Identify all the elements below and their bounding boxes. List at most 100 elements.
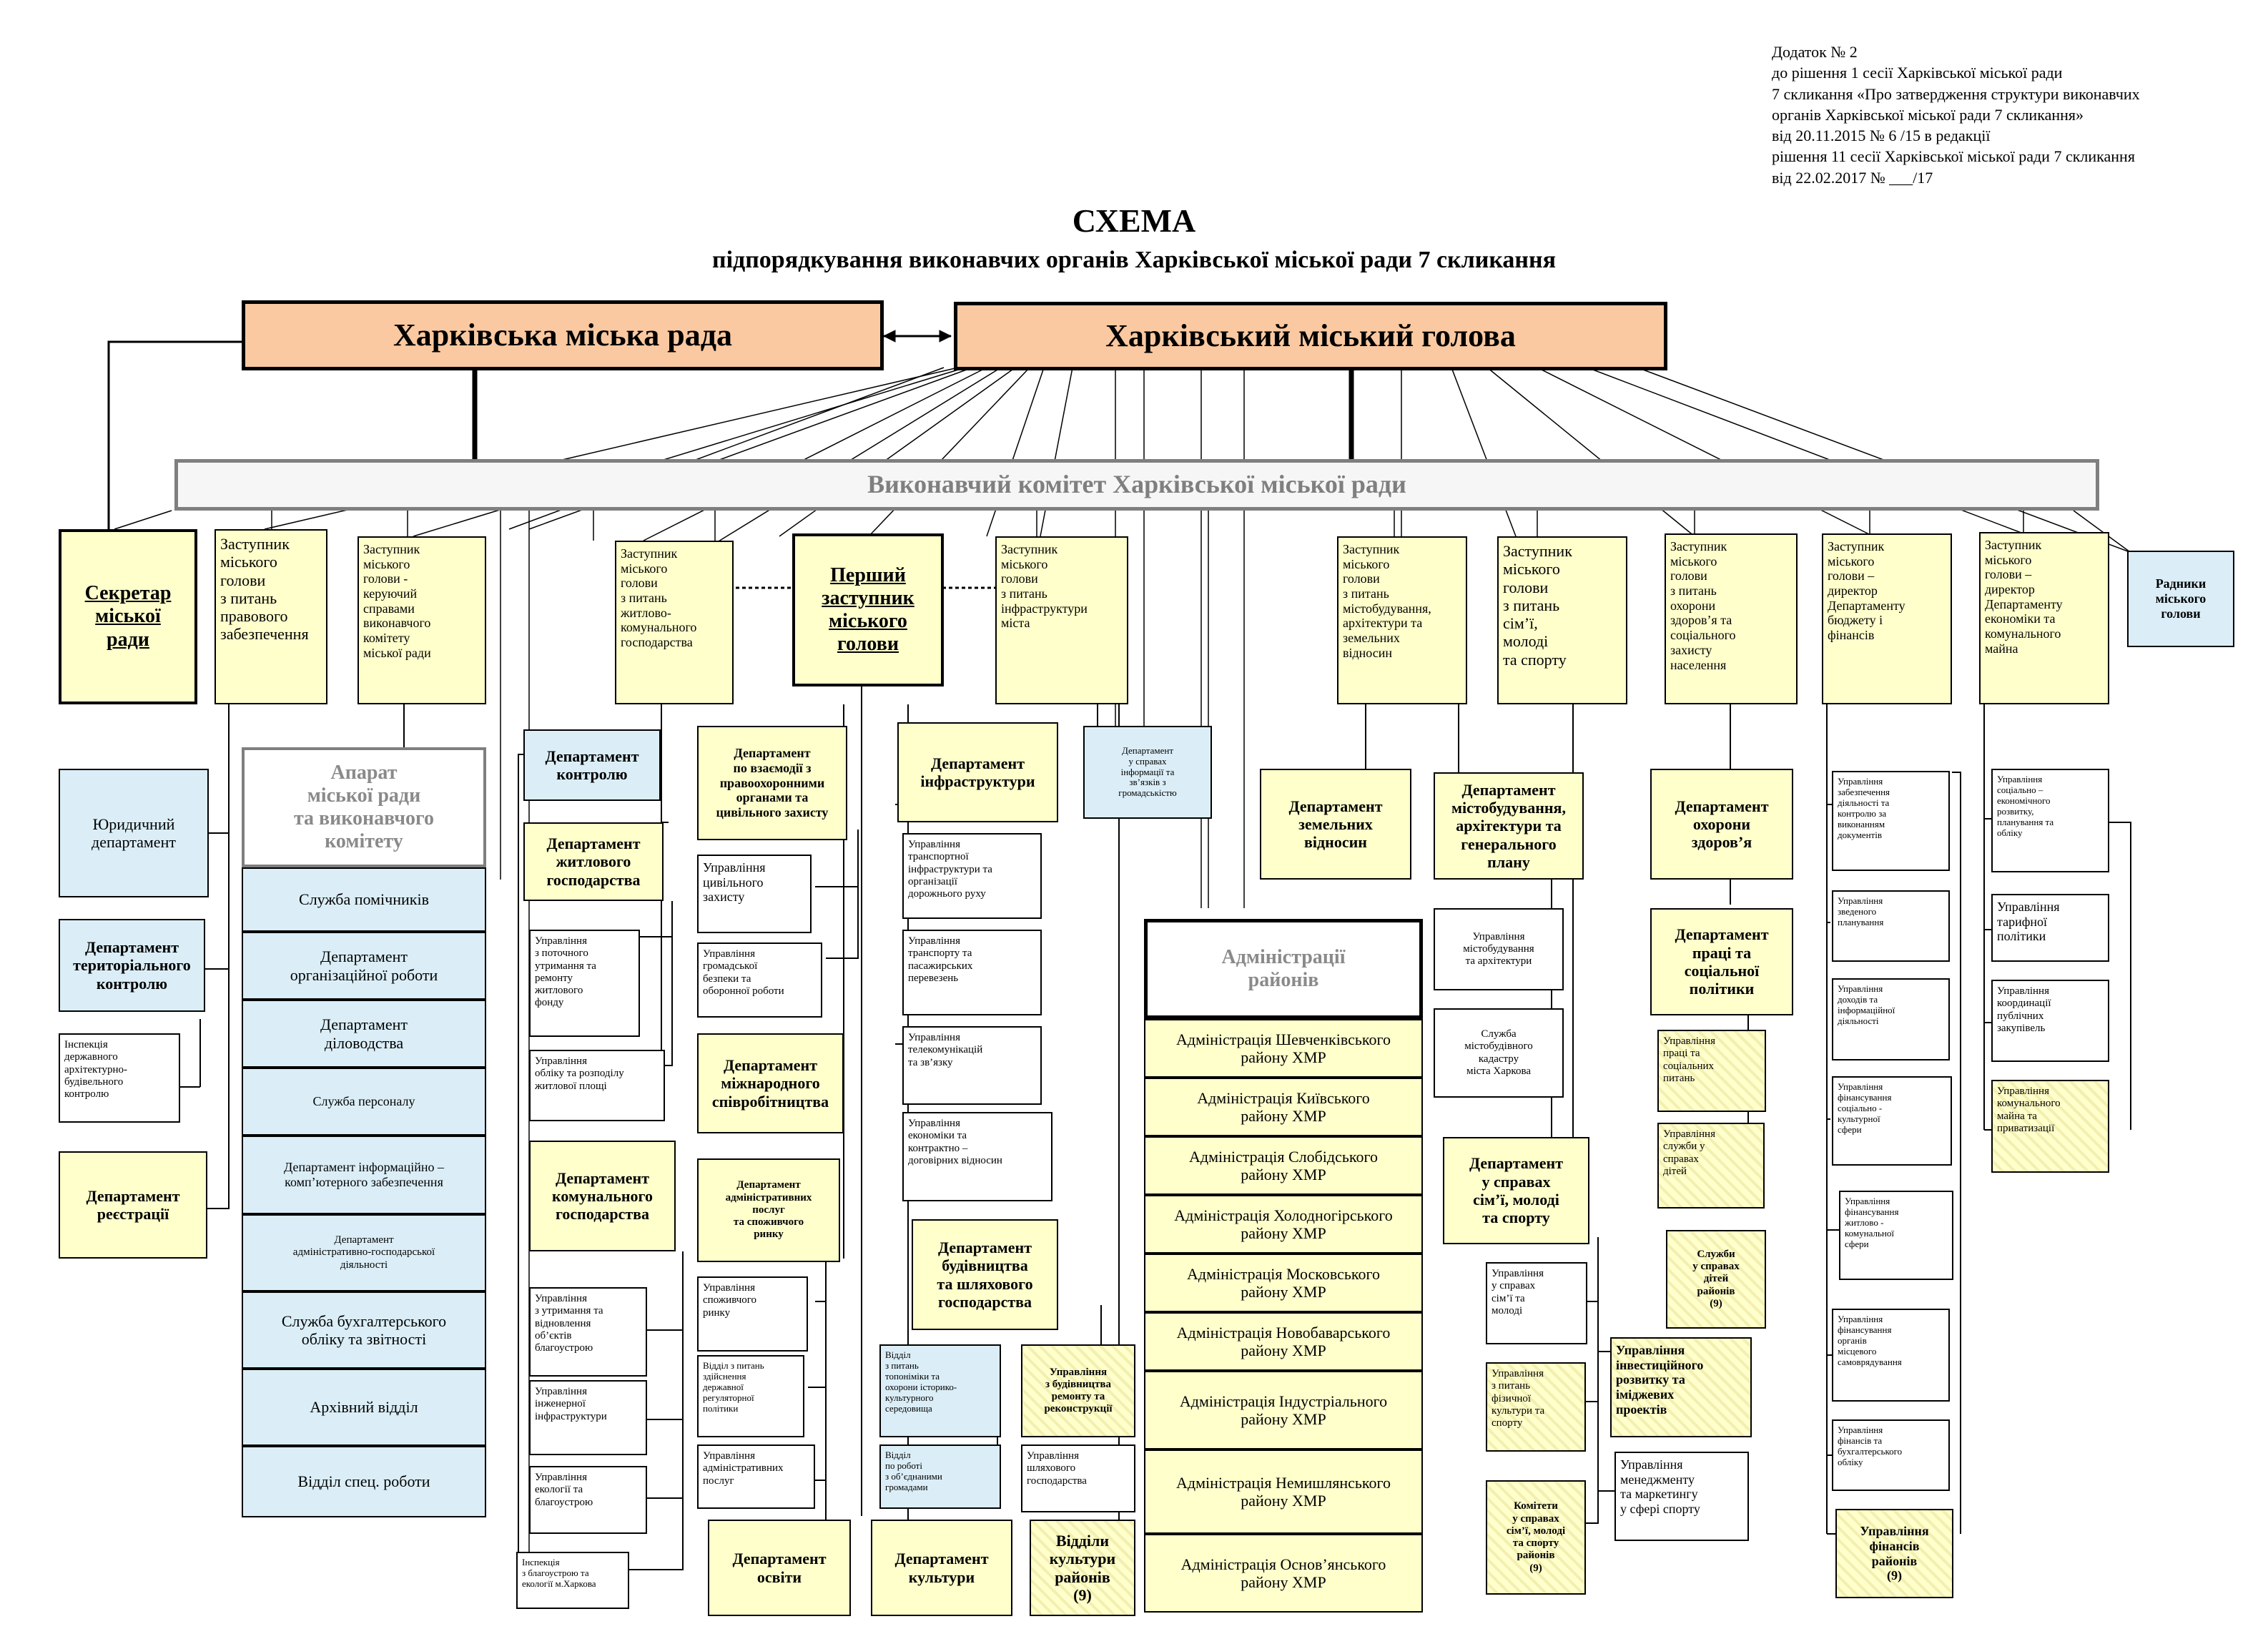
social-cultural-finance-mgmt: Управління фінансування соціально - куль…	[1832, 1076, 1952, 1166]
revenue-mgmt: Управління доходів та інформаційної діял…	[1832, 978, 1950, 1060]
improvement-inspection: Інспекція з благоустрою та екології м.Ха…	[516, 1552, 629, 1609]
deputy-affairs-manager-box: Заступник міського голови - керуючий спр…	[358, 536, 486, 704]
consumer-market-mgmt: Управління споживчого ринку	[697, 1276, 808, 1352]
district-culture-divisions: Відділи культури районів (9)	[1030, 1520, 1135, 1616]
civil-defense-mgmt: Управління цивільного захисту	[697, 855, 812, 933]
apparatus-item-5: Департамент інформаційно – комп’ютерного…	[242, 1136, 486, 1214]
deputy-infrastructure-box: Заступник міського голови з питань інфра…	[995, 536, 1128, 704]
page-subtitle: підпорядкування виконавчих органів Харкі…	[711, 247, 1557, 273]
construction-roads-department: Департамент будівництва та шляхового гос…	[912, 1219, 1058, 1330]
apparatus-item-4: Служба персоналу	[242, 1068, 486, 1136]
housing-record-mgmt: Управління обліку та розподілу житлової …	[529, 1050, 665, 1121]
housing-maintenance-mgmt: Управління з поточного утримання та ремо…	[529, 930, 640, 1037]
district-admin-8: Адміністрація Немишлянського району ХМР	[1144, 1449, 1423, 1534]
district-admin-3: Адміністрація Слобідського району ХМР	[1144, 1136, 1423, 1195]
district-admin-9: Адміністрація Основ’янського району ХМР	[1144, 1534, 1423, 1613]
transport-infrastructure-mgmt: Управління транспортної інфраструктури т…	[902, 833, 1042, 919]
apparatus-item-1: Служба помічників	[242, 867, 486, 932]
public-info-department: Департамент у справах інформації та зв’я…	[1083, 726, 1212, 819]
finance-accounting-mgmt: Управління фінансів та бухгалтерського о…	[1832, 1419, 1950, 1491]
deputy-economy-box: Заступник міського голови – директор Деп…	[1979, 532, 2109, 704]
apparatus-item-9: Відділ спец. роботи	[242, 1446, 486, 1517]
family-youth-sport-department: Департамент у справах сім’ї, молоді та с…	[1443, 1137, 1589, 1244]
apparatus-title: Апарат міської ради та виконавчого коміт…	[242, 747, 486, 867]
finance-control-mgmt: Управління забезпечення діяльності та ко…	[1832, 771, 1950, 871]
land-relations-department: Департамент земельних відносин	[1260, 769, 1411, 880]
district-family-committees: Комітети у справах сім’ї, молоді та спор…	[1486, 1480, 1586, 1595]
deputy-urban-box: Заступник міського голови з питань місто…	[1337, 536, 1467, 704]
district-admin-1: Адміністрація Шевченківського району ХМР	[1144, 1019, 1423, 1078]
urban-planning-department: Департамент містобудування, архітектури …	[1434, 772, 1584, 880]
district-admin-4: Адміністрація Холодногірського району ХМ…	[1144, 1195, 1423, 1254]
first-deputy-box: Перший заступник міського голови	[792, 533, 944, 686]
local-government-finance-mgmt: Управління фінансування органів місцевог…	[1832, 1309, 1950, 1402]
territorial-control-department: Департамент територіального контролю	[59, 919, 205, 1012]
architecture-inspection: Інспекція державного архітектурно- будів…	[59, 1033, 180, 1123]
city-council-box: Харківська міська рада	[242, 300, 884, 370]
children-services-mgmt: Управління служби у справах дітей	[1657, 1123, 1765, 1209]
culture-department: Департамент культури	[871, 1520, 1012, 1616]
admin-services-department: Департамент адміністративних послуг та с…	[697, 1158, 840, 1262]
district-admin-5: Адміністрація Московського району ХМР	[1144, 1254, 1423, 1312]
apparatus-item-2: Департамент організаційної роботи	[242, 932, 486, 1000]
apparatus-item-8: Архівний відділ	[242, 1369, 486, 1446]
apparatus-item-6: Департамент адміністративно-господарсько…	[242, 1214, 486, 1291]
telecom-mgmt: Управління телекомунікацій та зв’язку	[902, 1026, 1042, 1105]
district-finance-mgmt: Управління фінансів районів (9)	[1835, 1509, 1953, 1598]
economics-contracts-mgmt: Управління економіки та контрактно – дог…	[902, 1112, 1052, 1201]
page-title: СХЕМА	[1072, 202, 1196, 239]
legal-department: Юридичний департамент	[59, 769, 209, 897]
infrastructure-department: Департамент інфраструктури	[897, 722, 1058, 822]
apparatus-item-3: Департамент діловодства	[242, 1000, 486, 1068]
transport-mgmt: Управління транспорту та пасажирських пе…	[902, 930, 1042, 1015]
deputy-legal-box: Заступник міського голови з питань право…	[215, 529, 327, 704]
advisers-box: Радники міського голови	[2127, 551, 2234, 647]
district-admin-6: Адміністрація Новобаварського району ХМР	[1144, 1312, 1423, 1371]
urban-architecture-mgmt: Управління містобудування та архітектури	[1434, 908, 1564, 990]
city-mayor-box: Харківський міський голова	[954, 302, 1667, 370]
control-department: Департамент контролю	[523, 729, 661, 801]
health-department: Департамент охорони здоров’я	[1650, 769, 1793, 880]
investment-mgmt: Управління інвестиційного розвитку та ім…	[1610, 1337, 1752, 1437]
deputy-family-box: Заступник міського голови з питань сім’ї…	[1497, 536, 1627, 704]
sport-marketing-mgmt: Управління менеджменту та маркетингу у с…	[1614, 1452, 1749, 1541]
apparatus-item-7: Служба бухгалтерського обліку та звітнос…	[242, 1291, 486, 1369]
road-management: Управління шляхового господарства	[1021, 1444, 1135, 1512]
deputy-health-box: Заступник міського голови з питань охоро…	[1665, 533, 1798, 704]
district-administrations-title: Адміністрації районів	[1144, 919, 1423, 1019]
law-enforcement-department: Департамент по взаємодії з правоохоронни…	[697, 726, 847, 840]
procurement-mgmt: Управління координації публічних закупів…	[1991, 980, 2109, 1062]
deputy-budget-box: Заступник міського голови – директор Деп…	[1822, 533, 1952, 704]
construction-repair-mgmt: Управління з будівництва ремонту та реко…	[1021, 1344, 1135, 1437]
consolidated-planning-mgmt: Управління зведеного планування	[1832, 890, 1950, 962]
engineering-mgmt: Управління інженерної інфраструктури	[529, 1380, 647, 1455]
district-admin-7: Адміністрація Індустріального району ХМР	[1144, 1371, 1423, 1449]
communal-department: Департамент комунального господарства	[529, 1141, 676, 1251]
urban-cadastre-service: Служба містобудівного кадастру міста Хар…	[1434, 1008, 1564, 1098]
regulatory-policy-division: Відділ з питань здійснення державної рег…	[697, 1355, 804, 1437]
labor-social-department: Департамент праці та соціальної політики	[1650, 908, 1793, 1015]
secretary-box: Секретар міської ради	[59, 529, 197, 704]
public-security-mgmt: Управління громадської безпеки та оборон…	[697, 942, 822, 1018]
family-youth-mgmt: Управління у справах сім’ї та молоді	[1486, 1262, 1587, 1344]
ecology-mgmt: Управління екології та благоустрою	[529, 1466, 647, 1534]
district-admin-2: Адміністрація Київського району ХМР	[1144, 1078, 1423, 1136]
registration-department: Департамент реєстрації	[59, 1151, 207, 1259]
housing-communal-finance-mgmt: Управління фінансування житлово - комуна…	[1839, 1191, 1953, 1280]
sport-mgmt: Управління з питань фізичної культури та…	[1486, 1362, 1586, 1452]
district-children-services: Служби у справах дітей районів (9)	[1666, 1230, 1766, 1329]
header-note: Додаток № 2 до рішення 1 сесії Харківськ…	[1772, 43, 2140, 187]
admin-services-mgmt: Управління адміністративних послуг	[697, 1444, 815, 1509]
tariff-policy-mgmt: Управління тарифної політики	[1991, 894, 2109, 962]
toponymy-division: Відділ з питань топоніміки та охорони іс…	[879, 1344, 1001, 1437]
international-department: Департамент міжнародного співробітництва	[697, 1033, 844, 1133]
education-department: Департамент освіти	[708, 1520, 851, 1616]
communities-division: Відділ по роботі з об’єднаними громадами	[879, 1444, 1001, 1509]
housing-department: Департамент житлового господарства	[523, 822, 664, 901]
improvement-mgmt: Управління з утримання та відновлення об…	[529, 1287, 647, 1377]
municipal-property-mgmt: Управління комунального майна та привати…	[1991, 1080, 2109, 1173]
socio-economic-mgmt: Управління соціально – економічного розв…	[1991, 769, 2109, 872]
labor-social-mgmt: Управління праці та соціальних питань	[1657, 1030, 1766, 1112]
executive-committee-box: Виконавчий комітет Харківської міської р…	[174, 459, 2099, 511]
deputy-housing-box: Заступник міського голови з питань житло…	[615, 541, 734, 704]
